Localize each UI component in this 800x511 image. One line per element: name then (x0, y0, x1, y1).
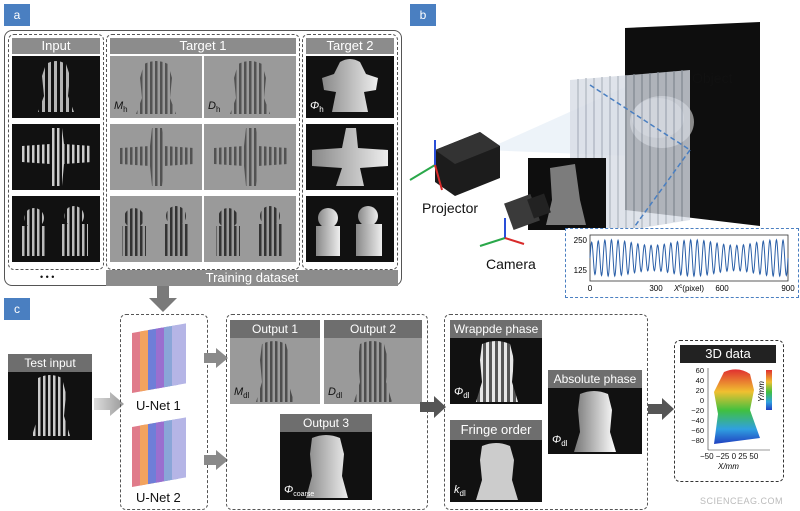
absolute-phase-header: Absolute phase (548, 370, 642, 388)
target2-header: Target 2 (306, 38, 394, 54)
target1-tile-row3-b (204, 196, 296, 262)
phase-group (444, 314, 648, 510)
unet1-diagram (132, 323, 186, 393)
arrow-outputs-to-phase (420, 396, 446, 418)
arrow-unet2-out (204, 450, 228, 470)
target2-tile-row2 (306, 124, 394, 190)
panel-label-a: a (4, 4, 30, 26)
target2-column (302, 34, 398, 270)
data3d-xticks: −50 −25 0 25 50 (700, 452, 759, 461)
training-dataset-label: Training dataset (106, 270, 398, 286)
plot-ytick-250: 250 (574, 236, 588, 245)
label-dh: Dh (208, 100, 221, 115)
data3d-xlabel: X/mm (718, 462, 739, 471)
data3d-plot (707, 368, 772, 451)
output2-header: Output 2 (324, 320, 422, 338)
down-arrow (149, 286, 177, 312)
output3-tile (280, 432, 372, 500)
target1-tile-row2-b (204, 124, 296, 190)
label-phih: Φh (310, 100, 324, 115)
camera-label: Camera (486, 256, 536, 272)
target1-tile-row2-a (110, 124, 202, 190)
target2-phih-tile (306, 56, 394, 118)
arrow-phase-to-3d (648, 398, 674, 420)
output1-header: Output 1 (230, 320, 320, 338)
data3d-header: 3D data (680, 345, 776, 363)
data3d-group (674, 340, 784, 482)
wrapped-phase-header: Wrappde phase (450, 320, 542, 338)
plot-xtick-600: 600 (715, 284, 729, 293)
fringe-order-tile (450, 440, 542, 502)
panel-label-c: c (4, 298, 30, 320)
unet-group (120, 314, 208, 510)
watermark: SCIENCEAG.COM (700, 496, 784, 506)
output2-tile (324, 338, 422, 404)
input-tile-3 (12, 196, 100, 262)
target1-dh-tile (204, 56, 296, 118)
plot-ytick-125: 125 (574, 266, 588, 275)
plot-series-line (589, 238, 789, 278)
label-phicoarse: Φcoarse (284, 484, 315, 499)
object-label: Object (692, 70, 733, 86)
test-input-header: Test input (8, 354, 92, 372)
arrow-unet1-out (204, 348, 228, 368)
projector-label: Projector (422, 200, 479, 216)
label-phidl-abs: Φdl (552, 434, 568, 449)
label-kdl: kdl (454, 484, 466, 499)
label-mdl: Mdl (234, 386, 250, 401)
target1-column (106, 34, 300, 270)
plot-xtick-300: 300 (649, 284, 663, 293)
input-tile-2 (12, 124, 100, 190)
input-tile-1 (12, 56, 100, 118)
plot-xtick-0: 0 (588, 284, 593, 293)
test-input-tile (8, 372, 92, 440)
output3-header: Output 3 (280, 414, 372, 432)
ellipsis: • • • (40, 272, 55, 282)
input-header: Input (12, 38, 100, 54)
setup-scene (409, 22, 760, 247)
label-phidl: Φdl (454, 386, 470, 401)
panel-label-b: b (410, 4, 436, 26)
input-column (8, 34, 104, 270)
unet2-label: U-Net 2 (136, 490, 181, 505)
plot-xtick-900: 900 (781, 284, 795, 293)
target1-tile-row3-a (110, 196, 202, 262)
target1-header: Target 1 (110, 38, 296, 54)
label-mh: Mh (114, 100, 128, 115)
unet1-label: U-Net 1 (136, 398, 181, 413)
plot-xlabel: Xc(pixel) (673, 284, 704, 293)
absolute-phase-tile (548, 388, 642, 454)
wrapped-phase-tile (450, 338, 542, 404)
arrow-test-to-unet (94, 392, 124, 416)
fringe-order-header: Fringe order (450, 420, 542, 440)
output1-tile (230, 338, 320, 404)
data3d-ylabel: Y/mm (757, 381, 766, 402)
label-ddl: Ddl (328, 386, 343, 401)
target1-mh-tile (110, 56, 202, 118)
target2-tile-row3 (306, 196, 394, 262)
unet2-diagram (132, 417, 186, 487)
